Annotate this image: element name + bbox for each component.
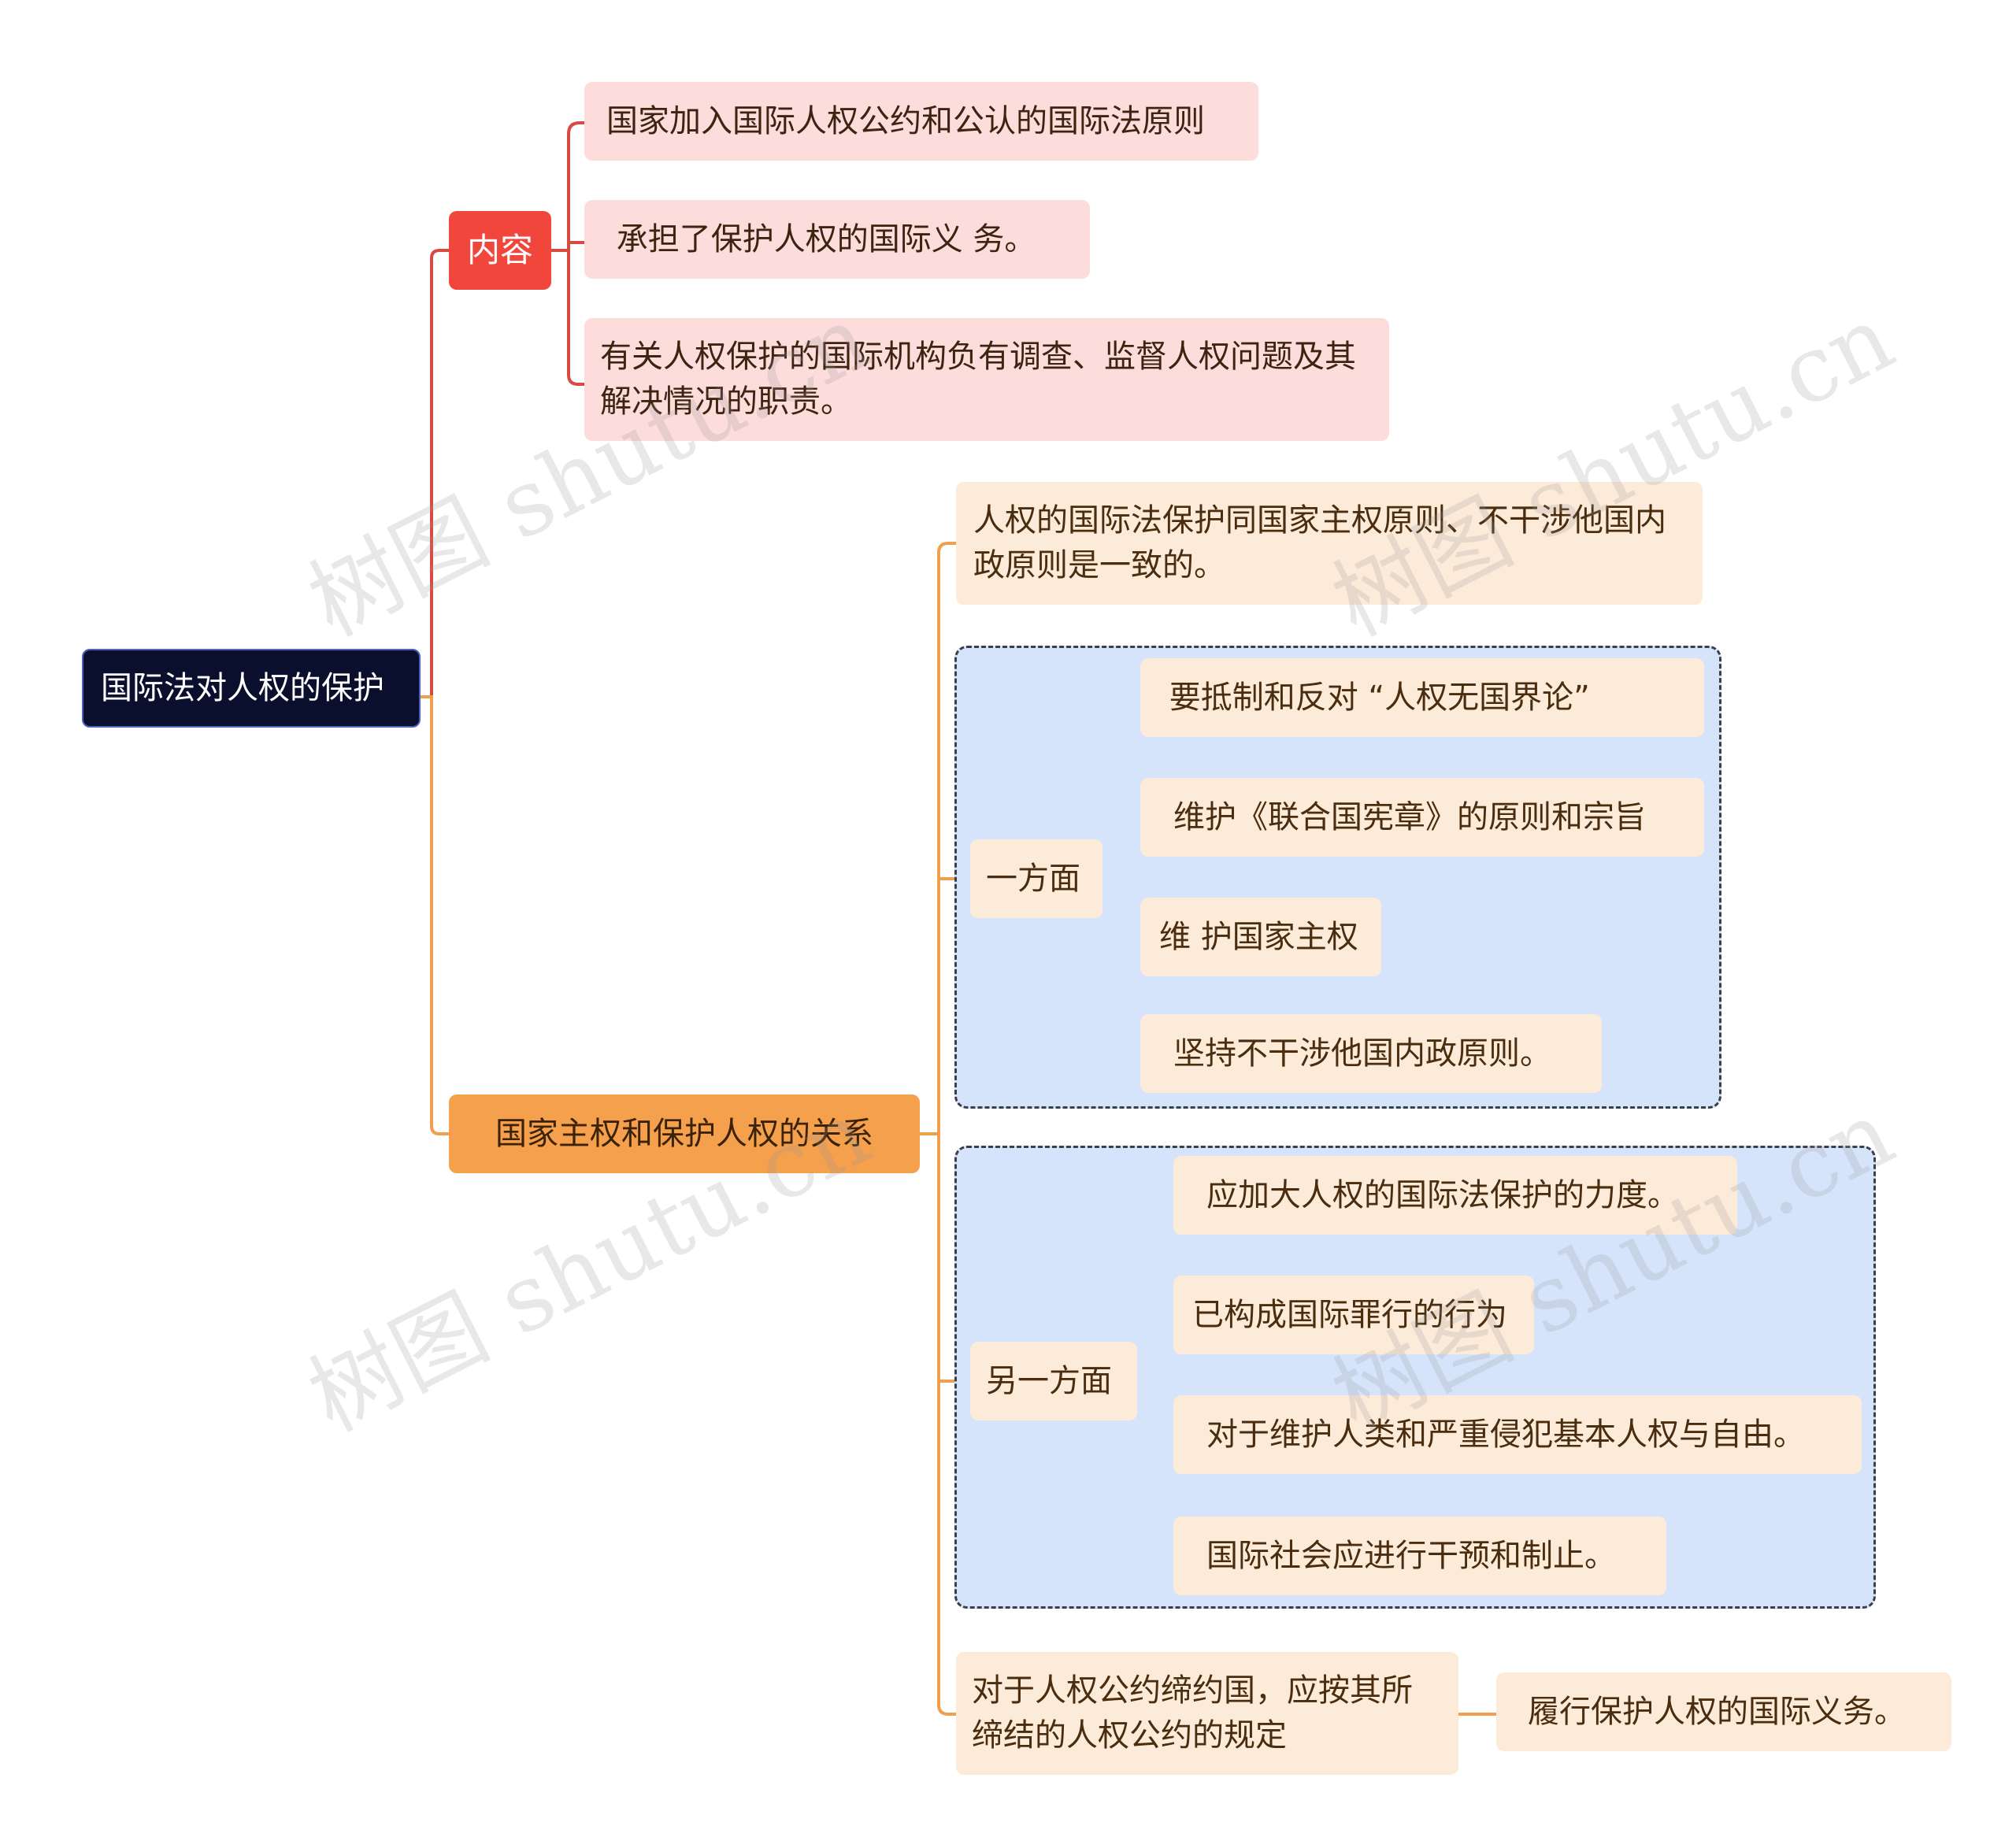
other-side-item-4[interactable]: 国际社会应进行干预和制止。 xyxy=(1173,1517,1666,1595)
branch-content[interactable]: 内容 xyxy=(449,211,551,290)
relation-intro[interactable]: 人权的国际法保护同国家主权原则、不干涉他国内政原则是一致的。 xyxy=(956,482,1703,605)
connector-root-relation xyxy=(419,695,449,1135)
content-item-3-label: 有关人权保护的国际机构负有调查、监督人权问题及其解决情况的职责。 xyxy=(600,339,1356,420)
other-side-node[interactable]: 另一方面 xyxy=(970,1342,1137,1420)
other-side-item-2[interactable]: 已构成国际罪行的行为 xyxy=(1173,1276,1534,1354)
treaty-result-label: 履行保护人权的国际义务。 xyxy=(1528,1693,1906,1730)
other-side-item-1[interactable]: 应加大人权的国际法保护的力度。 xyxy=(1173,1156,1737,1235)
other-side-item-3[interactable]: 对于维护人类和严重侵犯基本人权与自由。 xyxy=(1173,1395,1862,1474)
other-side-item-2-label: 已构成国际罪行的行为 xyxy=(1192,1296,1507,1333)
one-side-label: 一方面 xyxy=(986,860,1080,897)
one-side-item-4-label: 坚持不干涉他国内政原则。 xyxy=(1173,1035,1551,1072)
one-side-item-3[interactable]: 维 护国家主权 xyxy=(1140,898,1381,976)
branch-content-label: 内容 xyxy=(466,231,533,270)
one-side-item-1[interactable]: 要抵制和反对 “人权无国界论” xyxy=(1140,658,1704,737)
treaty-label: 对于人权公约缔约国，应按其所缔结的人权公约的规定 xyxy=(972,1672,1413,1754)
root-node[interactable]: 国际法对人权的保护 xyxy=(82,649,421,728)
other-side-item-4-label: 国际社会应进行干预和制止。 xyxy=(1206,1537,1616,1574)
other-side-label: 另一方面 xyxy=(986,1362,1112,1399)
content-item-2-label: 承担了保护人权的国际义 务。 xyxy=(606,220,1036,257)
root-label: 国际法对人权的保护 xyxy=(101,669,384,706)
one-side-item-3-label: 维 护国家主权 xyxy=(1159,918,1358,955)
relation-intro-label: 人权的国际法保护同国家主权原则、不干涉他国内政原则是一致的。 xyxy=(973,502,1666,583)
one-side-item-4[interactable]: 坚持不干涉他国内政原则。 xyxy=(1140,1014,1602,1093)
other-side-item-3-label: 对于维护人类和严重侵犯基本人权与自由。 xyxy=(1206,1416,1805,1453)
content-item-1-label: 国家加入国际人权公约和公认的国际法原则 xyxy=(606,102,1205,139)
connector-content-items xyxy=(551,121,584,386)
content-item-1[interactable]: 国家加入国际人权公约和公认的国际法原则 xyxy=(584,82,1258,161)
other-side-item-1-label: 应加大人权的国际法保护的力度。 xyxy=(1206,1176,1679,1213)
content-item-3[interactable]: 有关人权保护的国际机构负有调查、监督人权问题及其解决情况的职责。 xyxy=(584,318,1389,441)
one-side-item-1-label: 要抵制和反对 “人权无国界论” xyxy=(1159,679,1590,716)
one-side-item-2-label: 维护《联合国宪章》的原则和宗旨 xyxy=(1173,798,1646,835)
one-side-node[interactable]: 一方面 xyxy=(970,839,1102,918)
content-item-2[interactable]: 承担了保护人权的国际义 务。 xyxy=(584,200,1090,279)
one-side-item-2[interactable]: 维护《联合国宪章》的原则和宗旨 xyxy=(1140,778,1704,857)
branch-relation-label: 国家主权和保护人权的关系 xyxy=(495,1115,873,1152)
branch-relation[interactable]: 国家主权和保护人权的关系 xyxy=(449,1094,920,1173)
connector-root-content xyxy=(419,249,449,698)
treaty-node[interactable]: 对于人权公约缔约国，应按其所缔结的人权公约的规定 xyxy=(956,1652,1458,1775)
treaty-result-node[interactable]: 履行保护人权的国际义务。 xyxy=(1496,1672,1951,1751)
